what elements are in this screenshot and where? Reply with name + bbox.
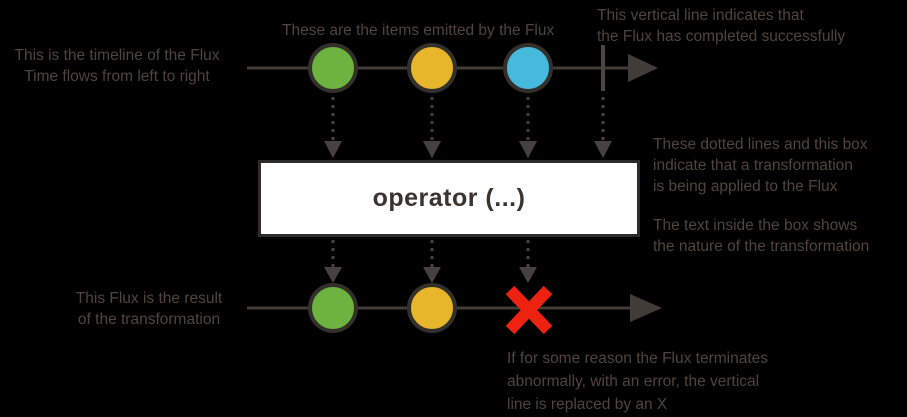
note-line: line is replaced by an X	[507, 396, 668, 413]
dotted-arrow-out-2-head-icon	[423, 267, 441, 283]
note-line: If for some reason the Flux terminates	[507, 350, 769, 367]
dotted-arrow-in-2-head-icon	[423, 141, 441, 158]
note-line: The text inside the box shows	[653, 217, 858, 234]
note-completion: This vertical line indicates that the Fl…	[597, 5, 845, 47]
note-line: of the transformation	[77, 311, 221, 328]
note-line: the nature of the transformation	[653, 238, 870, 255]
note-result-flux: This Flux is the result of the transform…	[24, 288, 274, 330]
operator-box: operator (...)	[258, 160, 640, 237]
dotted-arrow-out-1-head-icon	[324, 267, 342, 283]
source-marble-amber	[407, 43, 457, 93]
error-x-icon	[505, 285, 553, 335]
note-line: These are the items emitted by the Flux	[282, 22, 555, 39]
note-line: the Flux has completed successfully	[597, 28, 846, 45]
dotted-arrow-in-1-head-icon	[324, 141, 342, 158]
operator-box-label: operator (...)	[372, 184, 526, 212]
source-marble-blue	[503, 43, 553, 93]
note-line: This vertical line indicates that	[597, 7, 804, 24]
note-line: is being applied to the Flux	[653, 178, 838, 195]
note-transformation: These dotted lines and this box indicate…	[653, 134, 868, 197]
source-timeline-arrowhead-icon	[628, 54, 658, 82]
note-box-text: The text inside the box shows the nature…	[653, 215, 869, 257]
note-line: This Flux is the result	[75, 290, 223, 307]
result-marble-green	[308, 283, 358, 333]
result-marble-amber	[407, 283, 457, 333]
note-line: abnormally, with an error, the vertical	[507, 373, 760, 390]
result-timeline-arrowhead-icon	[630, 294, 662, 322]
note-error-termination: If for some reason the Flux terminates a…	[507, 347, 768, 416]
note-line: This is the timeline of the Flux	[14, 47, 220, 64]
note-line: These dotted lines and this box	[653, 136, 868, 153]
source-marble-green	[308, 43, 358, 93]
note-line: indicate that a transformation	[653, 157, 853, 174]
dotted-arrow-in-3-head-icon	[519, 141, 537, 158]
note-line: Time flows from left to right	[24, 68, 210, 85]
dotted-arrow-in-4-head-icon	[594, 141, 612, 158]
note-emitted-items: These are the items emitted by the Flux	[282, 20, 554, 41]
dotted-arrow-out-3-head-icon	[519, 267, 537, 283]
note-source-timeline: This is the timeline of the Flux Time fl…	[0, 45, 234, 87]
